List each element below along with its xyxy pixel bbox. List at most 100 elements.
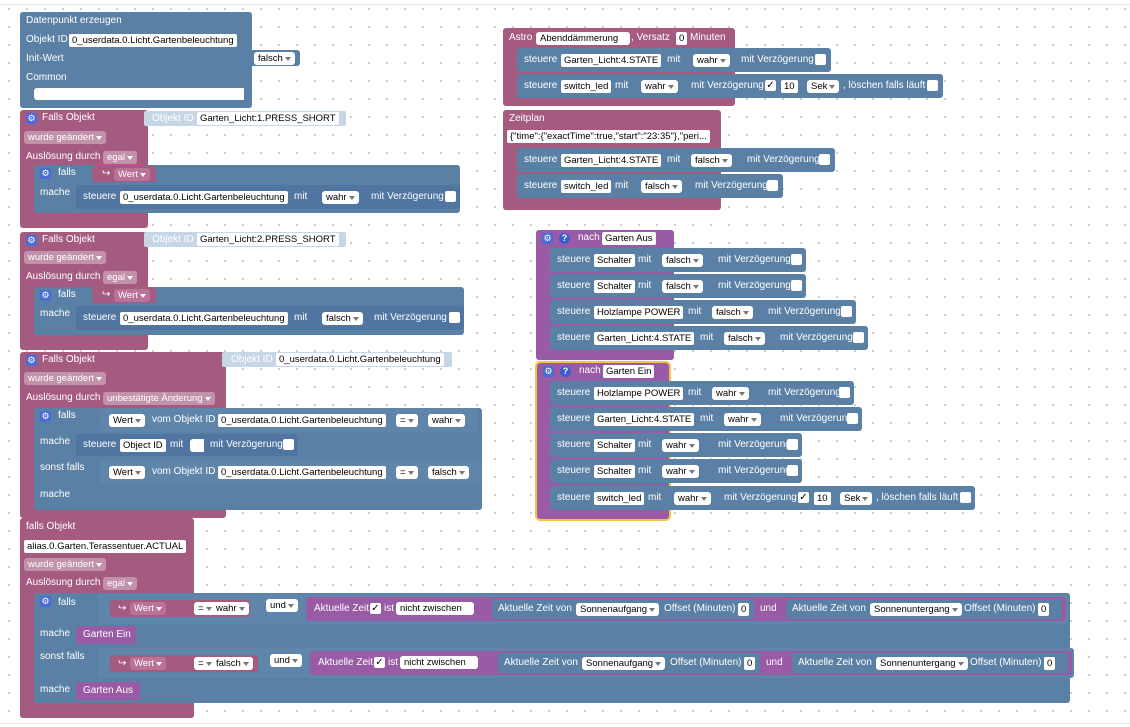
value-dropdown[interactable]: wahr — [693, 54, 730, 67]
logic-and-block-2[interactable]: ↪ Wert = falsch und Aktuelle Zeit ✓ ist … — [98, 648, 1074, 678]
ausloesung-dropdown[interactable]: egal — [103, 151, 137, 164]
value-condition-2[interactable]: ↪ Wert — [92, 287, 156, 303]
zeitplan-steuere-1[interactable]: steuere Garten_Licht:4.STATE mit falsch … — [517, 148, 835, 172]
compare-value-dropdown[interactable]: falsch — [428, 466, 469, 479]
delay-checkbox[interactable] — [791, 280, 802, 291]
time-between-block-2[interactable]: Aktuelle Zeit ✓ ist nicht zwischen Aktue… — [310, 651, 1072, 675]
delay-checkbox[interactable] — [787, 465, 798, 476]
delay-field[interactable]: 10 — [814, 492, 831, 505]
value-dropdown[interactable]: falsch — [641, 180, 682, 193]
unit-dropdown[interactable]: Sek — [807, 80, 840, 93]
operator-dropdown[interactable]: = — [396, 466, 418, 479]
objectid-field[interactable]: 0_userdata.0.Licht.Gartenbeleuchtung — [276, 353, 444, 366]
aktuelle-zeit-checkbox[interactable]: ✓ — [370, 603, 381, 614]
compare-value-dropdown[interactable]: wahr — [212, 602, 249, 615]
value-condition-1[interactable]: ↪ Wert — [92, 166, 156, 182]
sunset-time-block-1[interactable]: Aktuelle Zeit von Sonnenuntergang Offset… — [786, 599, 1062, 619]
function-name-field[interactable]: Garten Aus — [602, 232, 656, 245]
gear-icon[interactable]: ⚙ — [542, 233, 553, 244]
value-dropdown[interactable]: wahr — [662, 465, 699, 478]
function-name-field[interactable]: Garten Ein — [603, 365, 655, 378]
target-field[interactable]: switch_led — [561, 80, 612, 93]
value-dropdown[interactable]: falsch — [662, 280, 703, 293]
value-dropdown[interactable]: falsch — [662, 254, 703, 267]
target-field[interactable]: Holzlampe POWER — [594, 387, 684, 400]
value-dropdown[interactable]: falsch — [712, 306, 753, 319]
value-dropdown[interactable]: falsch — [691, 154, 732, 167]
ausloesung-dropdown[interactable]: egal — [103, 577, 137, 590]
loeschen-checkbox[interactable] — [927, 80, 938, 91]
delay-field[interactable]: 10 — [781, 80, 798, 93]
sunrise-time-block-1[interactable]: Aktuelle Zeit von Sonnenaufgang Offset (… — [492, 599, 754, 619]
objectid-field[interactable]: Garten_Licht:2.PRESS_SHORT — [197, 233, 339, 246]
delay-checkbox[interactable] — [445, 191, 456, 202]
target-field[interactable]: Schalter — [594, 280, 635, 293]
delay-checkbox[interactable] — [853, 332, 864, 343]
call-garten-aus[interactable]: Garten Aus — [76, 682, 140, 700]
ausloesung-dropdown[interactable]: egal — [103, 271, 137, 284]
und-dropdown[interactable]: und — [266, 599, 298, 612]
delay-checkbox[interactable] — [815, 54, 826, 65]
value-dropdown[interactable]: wahr — [641, 80, 678, 93]
initwert-dropdown[interactable]: falsch — [254, 52, 295, 65]
schedule-json-field[interactable]: {"time":{"exactTime":true,"start":"23:35… — [507, 130, 710, 143]
target-field[interactable]: switch_led — [594, 492, 645, 505]
offset-field[interactable]: 0 — [744, 657, 756, 670]
between-dropdown[interactable]: nicht zwischen — [400, 656, 478, 669]
ein-steuere-switch-led[interactable]: steuere switch_led mit wahr mit Verzöger… — [550, 486, 975, 510]
delay-checkbox[interactable] — [449, 312, 460, 323]
sunrise-time-block-2[interactable]: Aktuelle Zeit von Sonnenaufgang Offset (… — [498, 653, 760, 673]
changed-dropdown[interactable]: wurde geändert — [24, 131, 107, 144]
loeschen-checkbox[interactable] — [960, 492, 971, 503]
gear-icon[interactable]: ⚙ — [40, 168, 51, 179]
create-datapoint-block[interactable]: Datenpunkt erzeugen Objekt ID 0_userdata… — [20, 12, 252, 108]
wert-dropdown[interactable]: Wert — [114, 168, 150, 181]
delay-checkbox[interactable] — [283, 439, 294, 450]
value-dropdown[interactable]: wahr — [322, 191, 359, 204]
delay-checkbox[interactable] — [791, 254, 802, 265]
target-field[interactable]: 0_userdata.0.Licht.Gartenbeleuchtung — [120, 191, 288, 204]
wert-dropdown[interactable]: Wert — [109, 466, 145, 479]
target-field[interactable]: switch_led — [561, 180, 612, 193]
target-field[interactable]: 0_userdata.0.Licht.Gartenbeleuchtung — [120, 312, 288, 325]
object-field[interactable]: 0_userdata.0.Licht.Gartenbeleuchtung — [218, 466, 386, 479]
changed-dropdown[interactable]: wurde geändert — [24, 558, 107, 571]
common-empty-slot[interactable] — [34, 88, 244, 100]
call-garten-ein[interactable]: Garten Ein — [76, 626, 136, 644]
wert-dropdown[interactable]: Wert — [114, 289, 150, 302]
target-field[interactable]: Garten_Licht:4.STATE — [561, 54, 662, 67]
steuere-block-1[interactable]: steuere 0_userdata.0.Licht.Gartenbeleuch… — [76, 185, 460, 209]
objectid-field[interactable]: 0_userdata.0.Licht.Gartenbeleuchtung — [69, 34, 237, 47]
sunrise-dropdown[interactable]: Sonnenaufgang — [576, 603, 660, 616]
sunrise-dropdown[interactable]: Sonnenaufgang — [582, 657, 666, 670]
target-field[interactable]: Schalter — [594, 439, 635, 452]
target-field[interactable]: Garten_Licht:4.STATE — [594, 332, 695, 345]
help-icon[interactable]: ? — [560, 366, 571, 377]
delay-checkbox[interactable] — [767, 180, 778, 191]
delay-checkbox[interactable]: ✓ — [765, 80, 776, 91]
astro-steuere-1[interactable]: steuere Garten_Licht:4.STATE mit wahr mi… — [517, 48, 831, 72]
compare-value-dropdown[interactable]: falsch — [212, 657, 253, 670]
offset-field[interactable]: 0 — [1044, 657, 1056, 670]
value-dropdown[interactable]: wahr — [724, 413, 761, 426]
astro-steuere-2[interactable]: steuere switch_led mit wahr mit Verzöger… — [517, 74, 943, 98]
value-dropdown[interactable]: falsch — [724, 332, 765, 345]
compare-block-3b[interactable]: Wert vom Objekt ID 0_userdata.0.Licht.Ga… — [100, 460, 482, 484]
wert-dropdown[interactable]: Wert — [109, 414, 145, 427]
gear-icon[interactable]: ⚙ — [26, 235, 37, 246]
delay-checkbox[interactable] — [819, 154, 830, 165]
ausloesung-dropdown[interactable]: unbestätigte Änderung — [103, 392, 215, 405]
gear-icon[interactable]: ⚙ — [26, 355, 37, 366]
sunset-time-block-2[interactable]: Aktuelle Zeit von Sonnenuntergang Offset… — [792, 653, 1068, 673]
sunset-dropdown[interactable]: Sonnenuntergang — [876, 657, 968, 670]
value-dropdown[interactable]: wahr — [662, 439, 699, 452]
gear-icon[interactable]: ⚙ — [40, 411, 51, 422]
objectid-field[interactable]: Garten_Licht:1.PRESS_SHORT — [197, 112, 339, 125]
operator-dropdown[interactable]: = — [194, 602, 216, 615]
aktuelle-zeit-checkbox[interactable]: ✓ — [374, 657, 385, 668]
